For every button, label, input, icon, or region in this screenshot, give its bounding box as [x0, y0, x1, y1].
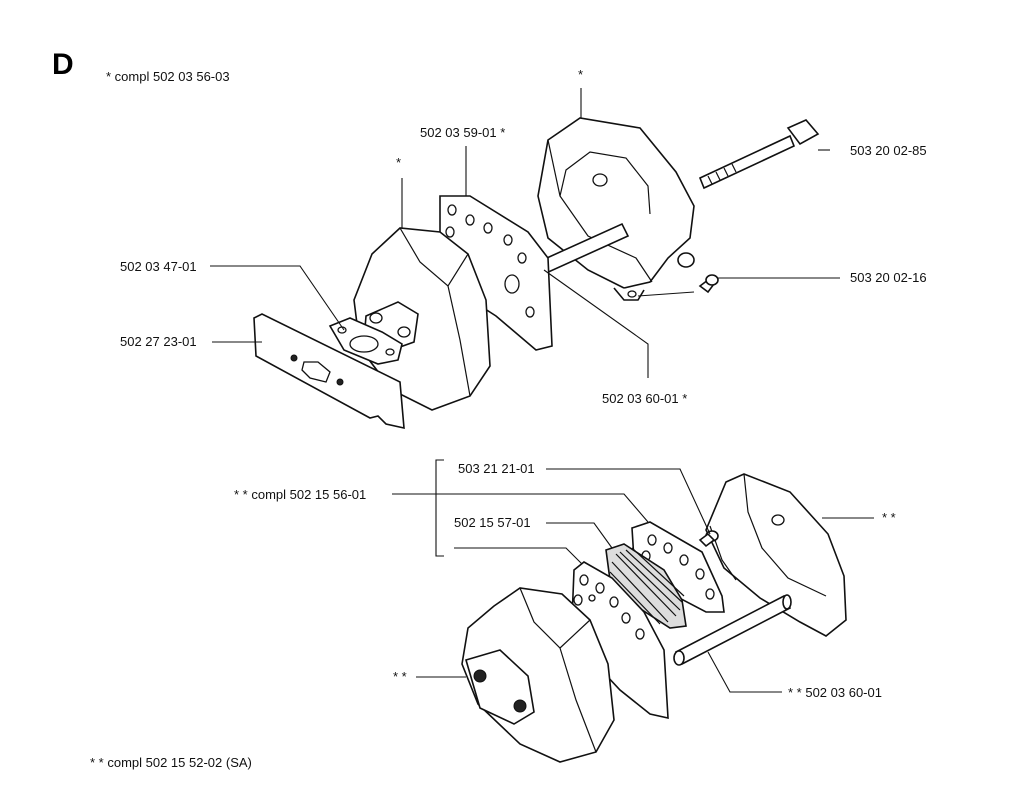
rear-muffler-cover-top [537, 117, 695, 301]
small-washer [328, 317, 403, 365]
long-bolt [698, 119, 820, 190]
label-spacer-top: 502 03 60-01 * [602, 391, 688, 406]
plate-gasket [253, 313, 405, 430]
label-star-front-cover: * [396, 155, 402, 170]
label-screw-bottom: 503 21 21-01 [458, 461, 535, 476]
gasket-bottom-front [571, 561, 669, 720]
label-kit-bottom: * * compl 502 15 56-01 [234, 487, 367, 502]
section-letter: D [52, 48, 74, 81]
rear-muffler-cover-bottom [705, 473, 847, 637]
label-long-bolt: 503 20 02-85 [850, 143, 927, 158]
label-gasket-top: 502 03 59-01 * [420, 125, 506, 140]
leader-lines-top [210, 88, 840, 378]
small-screw-top [698, 274, 719, 294]
label-plate-gasket: 502 27 23-01 [120, 334, 197, 349]
top-kit-note: * compl 502 03 56-03 [106, 69, 230, 84]
bottom-kit-note: * * compl 502 15 52-02 (SA) [90, 755, 252, 770]
gasket-top [439, 195, 553, 351]
label-small-washer: 502 03 47-01 [120, 259, 197, 274]
front-muffler-cover-bottom [461, 587, 615, 763]
spacer-tube-bottom [673, 594, 792, 666]
kit-bracket [435, 459, 444, 557]
label-small-screw: 503 20 02-16 [850, 270, 927, 285]
small-screw-bottom [698, 530, 719, 548]
label-rear-cover-bottom: * * [882, 510, 896, 525]
label-spacer-bottom: * * 502 03 60-01 [788, 685, 882, 700]
label-screen: 502 15 57-01 [454, 515, 531, 530]
leader-lines-bottom [392, 468, 874, 693]
label-star-rear-cover: * [578, 67, 584, 82]
label-front-cover-bottom: * * [393, 669, 407, 684]
